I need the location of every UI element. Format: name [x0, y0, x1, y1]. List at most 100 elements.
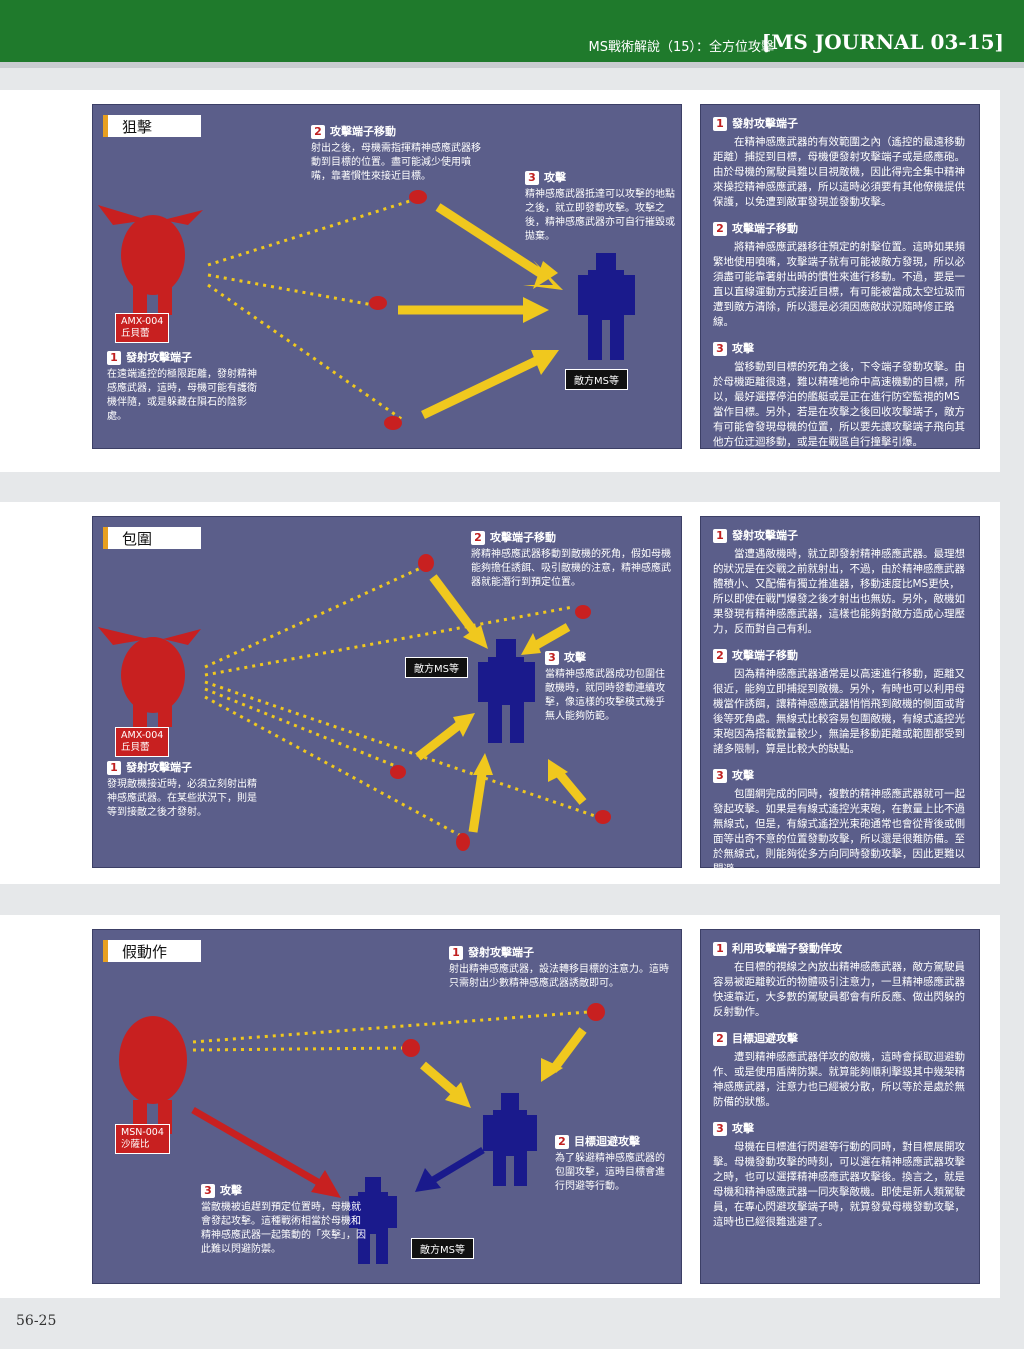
own-mech-silhouette	[98, 627, 201, 727]
mech-id: AMX-004	[121, 730, 164, 741]
step-number: 2	[311, 125, 325, 139]
step-text: 在目標的視線之內放出精神感應武器，敵方駕駛員容易被距離較近的物體吸引注意力，一旦…	[713, 961, 965, 1018]
mech-name: 沙薩比	[121, 1139, 150, 1150]
step-number: 2	[471, 531, 485, 545]
diagram-panel: 假動作 MSN-004 沙薩比 敵方MS等 1 發射攻擊端子 射出精神感應武器，設…	[92, 929, 682, 1284]
step-title: 發射攻擊端子	[126, 351, 192, 364]
step-title: 攻擊	[544, 171, 566, 184]
enemy-mech-silhouette	[478, 639, 535, 743]
step-number: 3	[713, 769, 727, 783]
step-text: 為了躲避精神感應武器的包圍攻擊，這時目標會進行閃避等行動。	[555, 1153, 665, 1192]
step-number: 2	[713, 222, 727, 236]
own-mech-silhouette	[98, 205, 203, 315]
diagram-graphics	[98, 554, 611, 851]
diagram-graphics	[98, 190, 635, 430]
step-text: 當移動到目標的死角之後，下令端子發動攻擊。由於母機距離很遠，難以精確地命中高速機…	[713, 361, 965, 448]
enemy-mech-silhouette-moved	[349, 1177, 397, 1264]
mech-id-label: MSN-004 沙薩比	[115, 1124, 170, 1154]
step-title: 目標迴避攻擊	[732, 1032, 798, 1045]
mech-id: MSN-004	[121, 1127, 164, 1138]
step-text: 將精神感應武器移動到敵機的死角，假如母機能夠擔任誘餌、吸引敵機的注意，精神感應武…	[471, 549, 671, 588]
diagram-note-3: 3 攻擊 當精神感應武器成功包圍住敵機時，就同時發動連續攻擊，像這樣的攻擊模式幾乎…	[545, 651, 669, 724]
step-title: 發射攻擊端子	[732, 117, 798, 130]
diagram-note-1: 1 發射攻擊端子 射出精神感應武器，設法轉移目標的注意力。這時只需射出少數精神感應…	[449, 946, 673, 991]
section-card-sniping: 狙擊 AMX-004 丘貝蕾 敵方MS等 1 發射攻擊端子 在遠端遙控的極限距離，…	[0, 90, 1000, 472]
step-text: 包圍網完成的同時，複數的精神感應武器就可一起發起攻擊。如果是有線式遙控光束砲，在…	[713, 788, 965, 875]
step-number: 2	[555, 1135, 569, 1149]
step-number: 3	[713, 342, 727, 356]
own-mech-silhouette	[119, 1016, 187, 1134]
step-number: 1	[713, 117, 727, 131]
step-title: 目標迴避攻擊	[574, 1135, 640, 1148]
step-text: 當遭遇敵機時，就立即發射精神感應武器。最理想的狀況是在交戰之前就射出，不過，由於…	[713, 548, 965, 635]
mech-name: 丘貝蕾	[121, 328, 150, 339]
mech-id-label: AMX-004 丘貝蕾	[115, 313, 170, 343]
diagram-note-1: 1 發射攻擊端子 在遠端遙控的極限距離，發射精神感應武器，這時，母機可能有護衛機伴…	[107, 351, 257, 424]
journal-label: [MS JOURNAL 03-15]	[761, 30, 1004, 54]
step-title: 攻擊端子移動	[490, 531, 556, 544]
step-text: 在遠端遙控的極限距離，發射精神感應武器，這時，母機可能有護衛機伴隨，或是躲藏在隕…	[107, 369, 257, 422]
diagram-note-2: 2 目標迴避攻擊 為了躲避精神感應武器的包圍攻擊，這時目標會進行閃避等行動。	[555, 1135, 673, 1194]
enemy-ms-label: 敵方MS等	[411, 1238, 474, 1259]
arrow-head	[531, 350, 559, 375]
step-title: 攻擊端子移動	[732, 649, 798, 662]
arrow-head	[523, 297, 549, 323]
enemy-mech-silhouette	[578, 253, 635, 360]
section-title: 包圍	[103, 527, 201, 549]
funnel-bit	[575, 605, 591, 619]
step-number: 3	[545, 651, 559, 665]
step-title: 攻擊	[564, 651, 586, 664]
step-title: 發射攻擊端子	[468, 946, 534, 959]
step-text: 精神感應武器抵達可以攻擊的地點之後，就立即發動攻擊。攻擊之後，精神感應武器亦可自…	[525, 189, 675, 242]
funnel-bit	[402, 1039, 420, 1057]
step-text: 遭到精神感應武器佯攻的敵機，這時會採取迴避動作、或是使用盾牌防禦。就算能夠順利擊…	[713, 1051, 965, 1108]
step-number: 2	[713, 649, 727, 663]
step-text: 將精神感應武器移往預定的射擊位置。這時如果頻繁地使用噴嘴，攻擊端子就有可能被敵方…	[713, 241, 965, 328]
step-text: 射出精神感應武器，設法轉移目標的注意力。這時只需射出少數精神感應武器誘敵即可。	[449, 964, 669, 989]
mech-id: AMX-004	[121, 316, 164, 327]
section-title: 狙擊	[103, 115, 201, 137]
info-panel: 1 發射攻擊端子 當遭遇敵機時，就立即發射精神感應武器。最理想的狀況是在交戰之前就…	[700, 516, 980, 875]
step-number: 1	[449, 946, 463, 960]
enemy-ms-label: 敵方MS等	[565, 369, 628, 390]
step-title: 攻擊	[732, 769, 754, 782]
funnel-bit	[587, 1003, 605, 1021]
section-card-feint: 假動作 MSN-004 沙薩比 敵方MS等 1 發射攻擊端子 射出精神感應武器，設…	[0, 915, 1000, 1298]
step-title: 攻擊端子移動	[330, 125, 396, 138]
funnel-bit	[456, 833, 470, 851]
enemy-mech-silhouette	[483, 1093, 537, 1186]
page-number: 56-25	[16, 1313, 57, 1329]
step-text: 因為精神感應武器通常是以高速進行移動，距離又很近，能夠立即捕捉到敵機。另外，有時…	[713, 668, 965, 755]
step-number: 1	[713, 529, 727, 543]
step-number: 3	[525, 171, 539, 185]
funnel-bit	[409, 190, 427, 204]
funnel-bit	[390, 765, 406, 779]
step-number: 1	[107, 351, 121, 365]
page-header	[0, 0, 1024, 62]
step-title: 發射攻擊端子	[732, 529, 798, 542]
step-number: 3	[201, 1184, 215, 1198]
step-title: 攻擊端子移動	[732, 222, 798, 235]
section-title: 假動作	[103, 940, 201, 962]
mech-id-label: AMX-004 丘貝蕾	[115, 727, 170, 757]
step-title: 發射攻擊端子	[126, 761, 192, 774]
step-title: 攻擊	[220, 1184, 242, 1197]
step-text: 發現敵機接近時，必須立刻射出精神感應武器。在某些狀況下，則是等到接敵之後才發射。	[107, 779, 257, 818]
step-number: 3	[713, 1122, 727, 1136]
diagram-note-1: 1 發射攻擊端子 發現敵機接近時，必須立刻射出精神感應武器。在某些狀況下，則是等到…	[107, 761, 257, 820]
funnel-bit	[369, 296, 387, 310]
arrow-head	[533, 261, 558, 289]
mech-name: 丘貝蕾	[121, 742, 150, 753]
step-number: 2	[713, 1032, 727, 1046]
step-text: 當精神感應武器成功包圍住敵機時，就同時發動連續攻擊，像這樣的攻擊模式幾乎無人能夠…	[545, 669, 665, 722]
funnel-bit	[384, 416, 402, 430]
funnel-bit	[595, 810, 611, 824]
step-number: 1	[107, 761, 121, 775]
header-title: MS戰術解說（15）：全方位攻擊	[588, 40, 774, 55]
